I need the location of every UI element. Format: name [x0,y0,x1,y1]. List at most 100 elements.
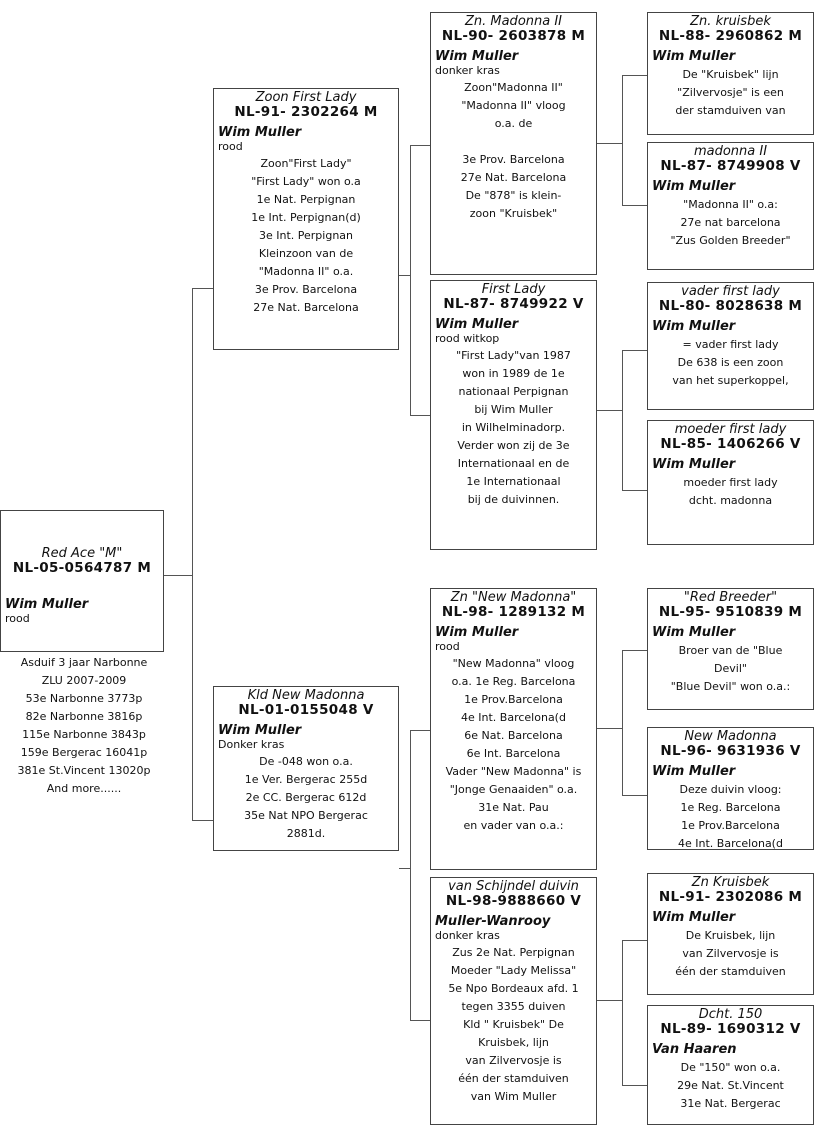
connector-line [192,288,213,289]
connector-line [622,940,647,941]
pigeon-name: moeder first lady [674,422,787,437]
pigeon-name: "Red Breeder" [683,590,778,605]
ring-number: NL-91- 2302086 M [658,889,803,905]
connector-line [399,868,410,869]
ring-number: NL-98-9888660 V [445,893,582,909]
result-line: ZLU 2007-2009 [41,674,127,687]
note-line: bij Wim Muller [474,403,553,416]
connector-line [410,415,430,416]
note-line: Kruisbek, lijn [478,1036,549,1049]
owner-name: Wim Muller [652,179,736,194]
note-line: "Jonge Genaaiden" o.a. [449,783,578,796]
pigeon-color: rood [218,140,243,153]
note-line: "Madonna II" o.a: [683,198,778,211]
result-line: 159e Bergerac 16041p [20,746,148,759]
result-line: And more...... [46,782,122,795]
connector-line [597,410,622,411]
connector-line [622,350,623,491]
pigeon-notes: De "150" won o.a. 29e Nat. St.Vincent 31e … [652,1059,809,1113]
pigeon-name: vader first lady [681,284,780,299]
note-line: 31e Nat. Bergerac [680,1097,781,1110]
note-line: "Blue Devil" won o.a.: [670,680,791,693]
note-line: Zoon"Madonna II" [464,81,563,94]
pigeon-name: Zoon First Lady [255,90,357,105]
connector-line [410,730,430,731]
note-line: 6e Nat. Barcelona [464,729,563,742]
owner-name: Wim Muller [435,625,519,640]
owner-name: Wim Muller [5,597,89,612]
owner-name: Wim Muller [652,49,736,64]
note-line: "Madonna II" o.a. [258,265,354,278]
ring-number: NL-88- 2960862 M [658,28,803,44]
connector-line [622,350,647,351]
ring-number: NL-87- 8749922 V [443,296,584,312]
connector-line [622,1085,647,1086]
pigeon-color: donker kras [435,929,500,942]
ring-number: NL-98- 1289132 M [441,604,586,620]
ring-number: NL-91- 2302264 M [234,104,378,120]
note-line: Internationaal en de [457,457,570,470]
note-line: 2881d. [286,827,326,840]
connector-line [597,1000,622,1001]
note-line: nationaal Perpignan [458,385,569,398]
note-line: 1e Prov.Barcelona [464,693,563,706]
note-line: zoon "Kruisbek" [469,207,558,220]
note-line: "New Madonna" vloog [452,657,575,670]
note-line: 27e Nat. Barcelona [460,171,567,184]
note-line: Kleinzoon van de [258,247,354,260]
note-line: Moeder "Lady Melissa" [450,964,577,977]
connector-line [622,490,647,491]
connector-line [164,575,192,576]
note-line: "Zus Golden Breeder" [670,234,791,247]
note-line: 29e Nat. St.Vincent [677,1079,784,1092]
note-line: De -048 won o.a. [259,755,353,768]
note-line: 35e Nat NPO Bergerac [244,809,368,822]
pigeon-name: Zn "New Madonna" [450,590,577,605]
connector-line [410,730,411,1020]
owner-name: Muller-Wanrooy [435,914,551,929]
ring-number: NL-01-0155048 V [238,702,374,718]
note-line: 31e Nat. Pau [478,801,549,814]
note-line: De "150" won o.a. [680,1061,781,1074]
note-line: Devil" [714,662,747,675]
note-line: van het superkoppel, [672,374,789,387]
pigeon-card-gen3: Zn "New Madonna"NL-98- 1289132 M Wim Mull… [430,588,597,870]
pigeon-name: madonna II [693,144,768,159]
note-line: 3e Int. Perpignan [258,229,354,242]
note-line: 2e CC. Bergerac 612d [245,791,367,804]
pigeon-color: rood witkop [435,332,500,345]
note-line: De 638 is een zoon [677,356,784,369]
result-line: 115e Narbonne 3843p [22,728,146,741]
connector-line [410,145,411,416]
note-line [435,133,592,151]
note-line: 6e Int. Barcelona [466,747,561,760]
note-line: "Madonna II" vloog [461,99,566,112]
note-line: 4e Int. Barcelona(d [678,837,783,850]
ring-number: NL-89- 1690312 V [660,1021,801,1037]
pigeon-color: donker kras [435,64,500,77]
owner-name: Wim Muller [652,764,736,779]
note-line: Verder won zij de 3e [457,439,570,452]
note-line: Vader "New Madonna" is [445,765,582,778]
note-line: in Wilhelminadorp. [461,421,566,434]
note-line: 3e Prov. Barcelona [254,283,358,296]
